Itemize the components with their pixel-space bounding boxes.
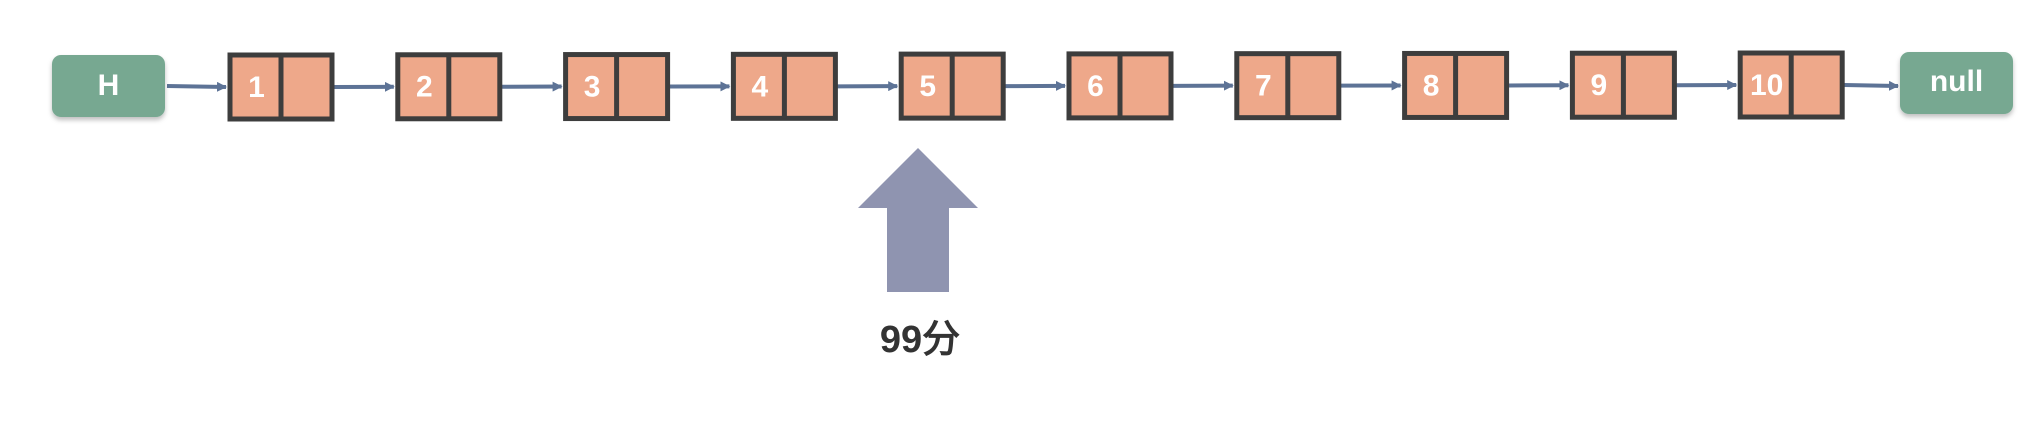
edge-arrow-to-null [1844, 80, 1899, 91]
list-node-2: 2 [395, 52, 503, 122]
list-node-1: 1 [227, 52, 335, 122]
list-node-10: 10 [1737, 50, 1845, 120]
edge-arrow-head-to-1 [166, 81, 227, 92]
node-value-label: 10 [1750, 69, 1783, 102]
pointer-caption: 99分 [880, 319, 960, 361]
pointer-arrow-group: 99分 [858, 148, 978, 361]
list-node-5: 5 [898, 51, 1006, 121]
node-value-label: 8 [1423, 69, 1440, 102]
list-node-6: 6 [1066, 51, 1174, 121]
list-node-9: 9 [1569, 50, 1677, 120]
nodes-group: 1 2 3 4 5 6 7 8 9 10 [227, 50, 1845, 122]
node-value-label: 2 [416, 71, 433, 104]
node-value-label: 3 [584, 70, 601, 103]
head-node-label: H [98, 69, 120, 102]
null-node-box [1900, 52, 2013, 114]
head-node: H [52, 55, 165, 117]
list-node-4: 4 [730, 51, 838, 121]
node-value-label: 9 [1591, 69, 1608, 102]
list-node-8: 8 [1402, 50, 1510, 120]
up-arrow-icon [858, 148, 978, 292]
list-node-7: 7 [1234, 51, 1342, 121]
node-value-label: 7 [1255, 70, 1272, 103]
node-value-label: 1 [248, 71, 265, 104]
edges-group [166, 80, 1899, 92]
node-value-label: 4 [752, 70, 769, 103]
list-node-3: 3 [563, 52, 671, 122]
null-node: null [1900, 52, 2013, 114]
null-node-label: null [1930, 65, 1983, 98]
node-value-label: 5 [919, 70, 936, 103]
node-value-label: 6 [1087, 70, 1104, 103]
head-node-box [52, 55, 165, 117]
